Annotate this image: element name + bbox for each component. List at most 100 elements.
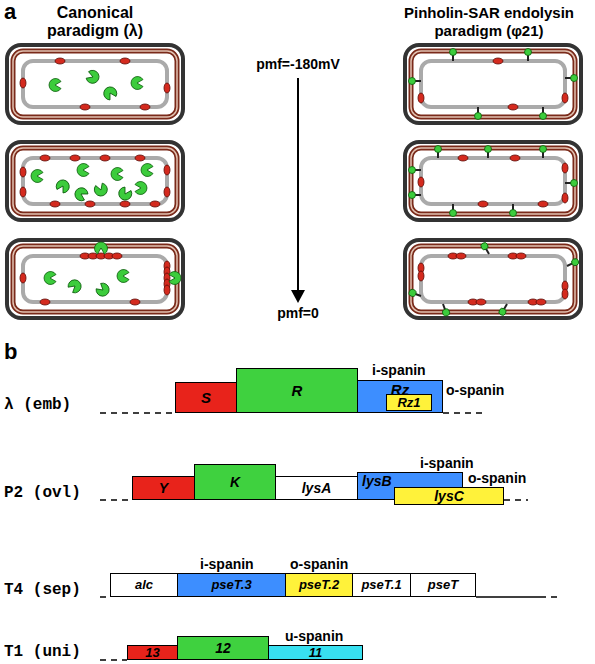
holin-symbol bbox=[112, 253, 122, 259]
pmf-label: pmf=-180mV bbox=[243, 56, 353, 72]
sar-endolysin-symbol bbox=[510, 204, 517, 217]
gene-name: R bbox=[292, 383, 303, 399]
holin-symbol bbox=[538, 201, 548, 207]
endolysin-symbol bbox=[93, 182, 109, 198]
spanin-label: o-spanin bbox=[468, 470, 548, 486]
holin-symbol bbox=[536, 299, 546, 305]
holin-symbol bbox=[562, 193, 568, 203]
gene-box: pseT.2 bbox=[285, 573, 353, 597]
phage-name: T1 (uni) bbox=[4, 643, 100, 661]
holin-symbol bbox=[458, 155, 468, 161]
holin-symbol bbox=[70, 155, 80, 161]
phage-name: P2 (ovl) bbox=[4, 484, 100, 502]
holin-symbol bbox=[418, 271, 424, 281]
gene-name: pseT.1 bbox=[361, 578, 401, 592]
holin-symbol bbox=[164, 165, 170, 175]
arrow-head bbox=[291, 290, 305, 303]
cell-outline bbox=[7, 45, 183, 123]
endolysin-symbol bbox=[116, 186, 133, 203]
gene-box: pseT.1 bbox=[352, 573, 411, 597]
pmf-arrow bbox=[297, 78, 299, 292]
genome-line bbox=[504, 499, 528, 501]
gene-name: pseT.3 bbox=[211, 578, 251, 592]
panel-letter: b bbox=[4, 340, 28, 364]
genome-line bbox=[100, 596, 110, 598]
holin-symbol bbox=[20, 167, 26, 177]
sar-endolysin-symbol bbox=[565, 75, 578, 82]
sar-endolysin-symbol bbox=[435, 146, 442, 159]
sar-endolysin-symbol bbox=[485, 146, 492, 159]
sar-endolysin-symbol bbox=[409, 167, 422, 174]
gene-box: pseT bbox=[410, 573, 476, 597]
holin-symbol bbox=[50, 201, 60, 207]
endolysin-symbol bbox=[73, 185, 90, 202]
spanin-label: o-spanin bbox=[290, 556, 370, 572]
endolysin-symbol bbox=[77, 164, 89, 177]
holin-symbol bbox=[562, 93, 568, 103]
endolysin-symbol bbox=[169, 272, 181, 285]
holin-symbol bbox=[40, 155, 50, 161]
genome-line bbox=[443, 412, 485, 414]
gene-name: lysC bbox=[434, 489, 464, 504]
holin-symbol bbox=[120, 201, 130, 207]
gene-name: Y bbox=[159, 481, 168, 496]
endolysin-symbol bbox=[95, 242, 108, 254]
holin-symbol bbox=[100, 155, 110, 161]
holin-symbol bbox=[120, 58, 130, 64]
holin-symbol bbox=[508, 104, 518, 110]
gene-name: 12 bbox=[215, 641, 231, 656]
gene-name: lysB bbox=[362, 474, 392, 489]
spanin-label: i-spanin bbox=[420, 455, 500, 471]
sar-endolysin-symbol bbox=[440, 303, 451, 317]
sar-endolysin-symbol bbox=[566, 258, 580, 270]
gene-name: pseT bbox=[428, 578, 458, 592]
cell-panel bbox=[405, 240, 581, 318]
column-title: Canonical paradigm (λ) bbox=[25, 4, 165, 40]
sar-endolysin-symbol bbox=[475, 107, 482, 120]
sar-endolysin-symbol bbox=[450, 204, 457, 217]
gene-box: Y bbox=[132, 476, 195, 500]
phage-name: T4 (sep) bbox=[4, 581, 100, 599]
cell-panel bbox=[7, 45, 183, 123]
panel-letter: a bbox=[4, 0, 28, 24]
holin-symbol bbox=[164, 83, 170, 93]
gene-box: S bbox=[175, 382, 237, 413]
holin-symbol bbox=[478, 201, 488, 207]
holin-symbol bbox=[562, 289, 568, 299]
sar-endolysin-symbol bbox=[408, 288, 422, 299]
cell-outline bbox=[7, 142, 183, 220]
gene-box: R bbox=[236, 368, 358, 413]
endolysin-symbol bbox=[66, 277, 84, 295]
gene-name: alc bbox=[135, 578, 153, 592]
sar-endolysin-symbol bbox=[540, 107, 547, 120]
gene-box: alc bbox=[110, 573, 178, 597]
sar-endolysin-symbol bbox=[450, 49, 457, 62]
spanin-label: u-spanin bbox=[285, 628, 365, 644]
holin-symbol bbox=[510, 155, 520, 161]
sar-endolysin-symbol bbox=[409, 78, 422, 85]
holin-symbol bbox=[562, 163, 568, 173]
phage-name: λ (emb) bbox=[4, 396, 100, 414]
gene-name: pseT.2 bbox=[299, 578, 339, 592]
holin-symbol bbox=[55, 58, 65, 64]
gene-box: lysA bbox=[275, 476, 358, 500]
holin-symbol bbox=[40, 299, 50, 305]
gene-box: 13 bbox=[127, 645, 178, 660]
sar-endolysin-symbol bbox=[525, 49, 532, 62]
holin-symbol bbox=[20, 187, 26, 197]
sar-endolysin-symbol bbox=[409, 192, 422, 199]
holin-symbol bbox=[20, 273, 26, 283]
holin-symbol bbox=[456, 253, 466, 259]
cell-panel bbox=[405, 142, 581, 220]
genome-line bbox=[476, 596, 540, 598]
endolysin-symbol bbox=[85, 69, 101, 85]
holin-symbol bbox=[516, 253, 526, 259]
gene-box: K bbox=[194, 464, 276, 500]
genome-line bbox=[100, 659, 127, 661]
endolysin-symbol bbox=[94, 281, 112, 299]
cell-outline bbox=[405, 45, 581, 123]
column-title: Pinholin-SAR endolysin paradigm (φ21) bbox=[384, 4, 594, 40]
gene-box: RzRz1 bbox=[357, 380, 443, 413]
endolysin-symbol bbox=[44, 272, 56, 285]
